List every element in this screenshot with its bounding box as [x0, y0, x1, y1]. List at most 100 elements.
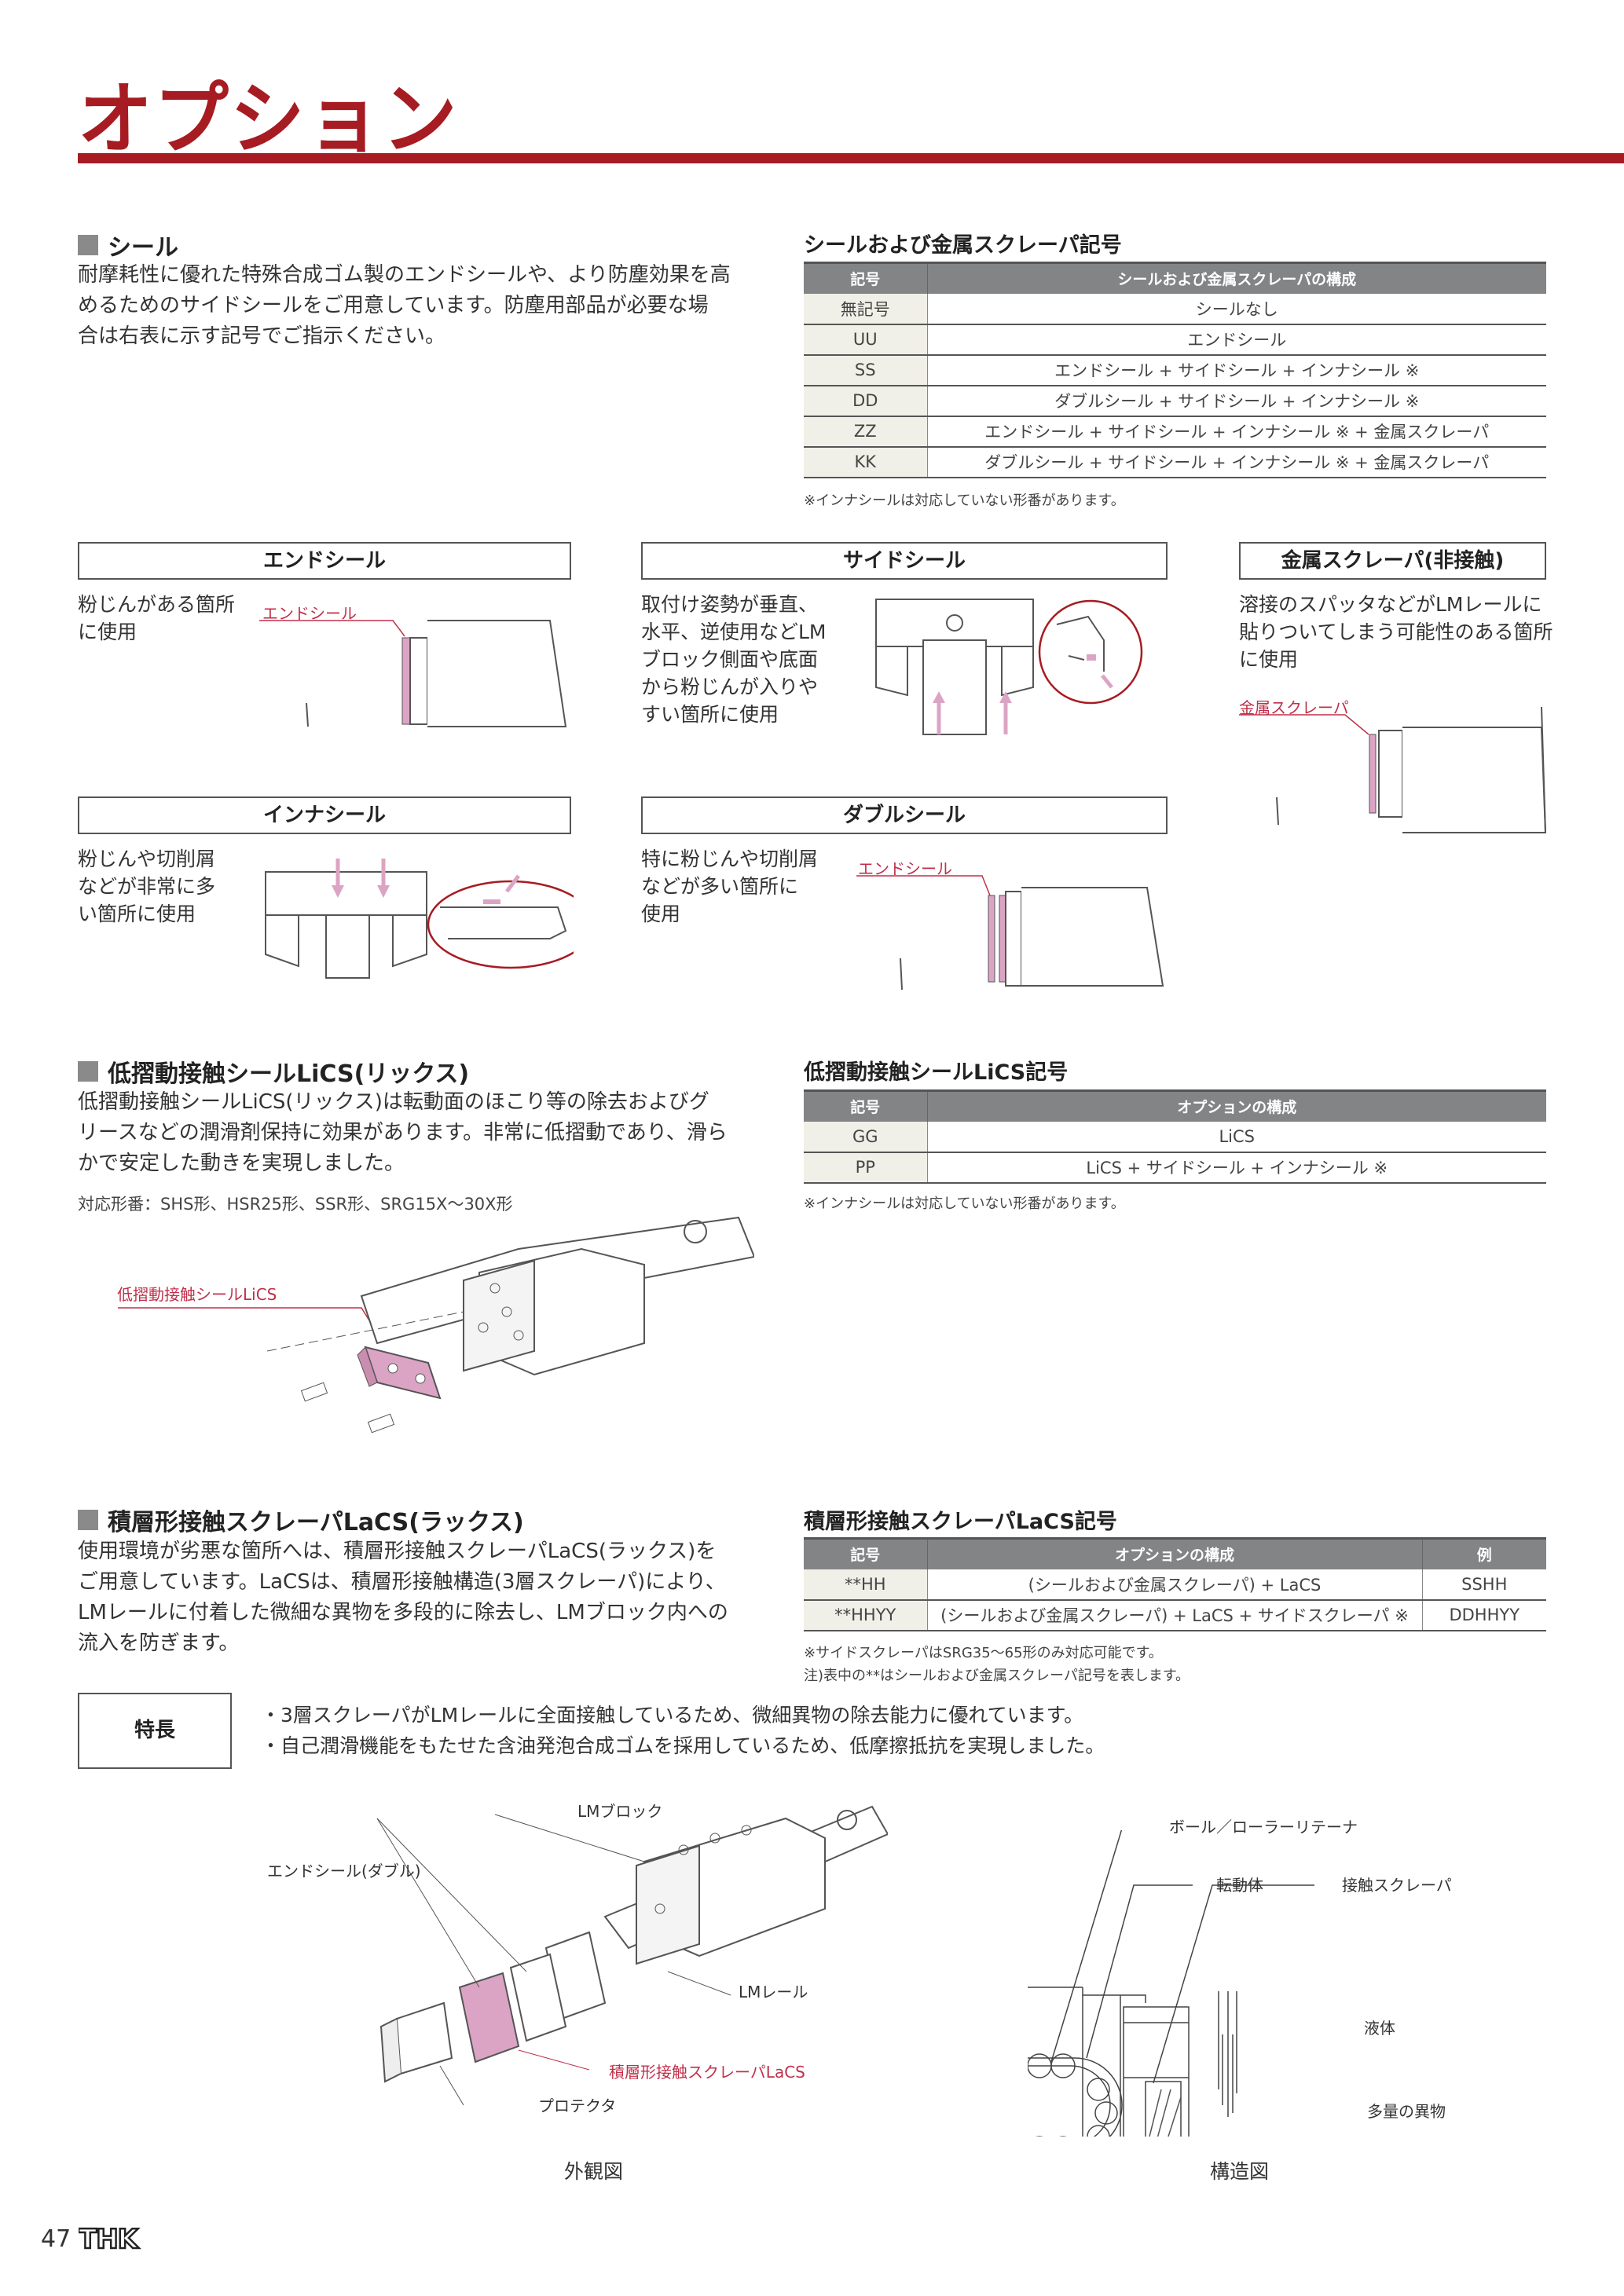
label-lacs: 積層形接触スクレーパLaCS	[609, 2063, 805, 2082]
title-rule	[78, 153, 1624, 163]
lacs-note: 注)表中の**はシールおよび金属スクレーパ記号を表します。	[804, 1668, 1190, 1684]
text-line: から粉じんが入りや	[641, 676, 819, 698]
header-cell: シールおよび金属スクレーパの構成	[927, 262, 1546, 294]
example-cell: SSHH	[1422, 1569, 1546, 1601]
label-protector: プロテクタ	[538, 2096, 617, 2115]
text-line: 粉じんや切削屑	[78, 848, 216, 870]
label-rolling-element: 転動体	[1216, 1876, 1263, 1895]
code-cell: GG	[804, 1121, 928, 1153]
features-list: ・3層スクレーパがLMレールに全面接触しているため、微細異物の除去能力に優れてい…	[261, 1700, 1105, 1761]
config-cell: シールなし	[927, 293, 1546, 325]
lics-table-title: 低摺動接触シールLiCS記号	[804, 1060, 1069, 1085]
text-line: に使用	[1239, 648, 1299, 671]
text-line: 水平、逆使用などLM	[641, 621, 827, 643]
metal-scraper-callout: 金属スクレーパ	[1239, 698, 1349, 717]
label-retainer: ボール／ローラーリテーナ	[1169, 1818, 1358, 1836]
label-lm-rail: LMレール	[739, 1983, 808, 2001]
seal-body: 耐摩耗性に優れた特殊合成ゴム製のエンドシールや、より防塵効果を高 めるためのサイ…	[78, 260, 769, 352]
text-line: ご用意しています。LaCSは、積層形接触構造(3層スクレーパ)により、	[78, 1570, 726, 1594]
page-title: オプション	[78, 73, 459, 165]
metal-scraper-desc: 溶接のスパッタなどがLMレールに貼りついてしまう可能性のある箇所に使用	[1239, 591, 1553, 673]
feature-item: ・3層スクレーパがLMレールに全面接触しているため、微細異物の除去能力に優れてい…	[261, 1704, 1084, 1727]
end-seal-desc: 粉じんがある箇所に使用	[78, 591, 235, 646]
lacs-exterior-illustration	[376, 1805, 888, 2106]
text-line: 溶接のスパッタなどがLMレールに	[1239, 593, 1542, 616]
text-line: 使用	[641, 903, 681, 925]
text-line: 貼りついてしまう可能性のある箇所	[1239, 621, 1553, 643]
lics-models: 対応形番：SHS形、HSR25形、SSR形、SRG15X～30X形	[78, 1195, 513, 1214]
config-cell: LiCS	[927, 1121, 1546, 1153]
text-line: 耐摩耗性に優れた特殊合成ゴム製のエンドシールや、より防塵効果を高	[78, 263, 731, 287]
code-cell: **HHYY	[804, 1599, 928, 1631]
double-seal-desc: 特に粉じんや切削屑などが多い箇所に使用	[641, 845, 818, 928]
double-seal-box: ダブルシール	[641, 796, 1168, 834]
lacs-heading: 積層形接触スクレーパLaCS(ラックス)	[78, 1503, 524, 1537]
lacs-table-title: 積層形接触スクレーパLaCS記号	[804, 1510, 1117, 1534]
label-liquid: 液体	[1364, 2019, 1395, 2038]
config-cell: LiCS + サイドシール + インナシール ※	[927, 1152, 1546, 1184]
text-line: に使用	[78, 621, 137, 643]
label-contact-scraper: 接触スクレーパ	[1342, 1876, 1452, 1895]
code-cell: PP	[804, 1152, 928, 1184]
exterior-caption: 外観図	[564, 2160, 624, 2183]
code-cell: **HH	[804, 1569, 928, 1601]
text-line: 低摺動接触シールLiCS(リックス)は転動面のほこり等の除去およびグ	[78, 1090, 709, 1114]
text-line: 粉じんがある箇所	[78, 593, 236, 616]
text-line: かで安定した動きを実現しました。	[78, 1152, 405, 1175]
header-cell: 記号	[804, 1089, 928, 1122]
code-cell: KK	[804, 446, 928, 478]
seal-heading: シール	[78, 228, 178, 262]
inner-seal-box: インナシール	[78, 796, 571, 834]
lics-exploded-illustration	[118, 1216, 754, 1434]
config-cell: エンドシール + サイドシール + インナシール ※ + 金属スクレーパ	[927, 416, 1546, 448]
side-seal-illustration	[875, 599, 1143, 735]
code-cell: DD	[804, 385, 928, 417]
end-seal-box: エンドシール	[78, 542, 571, 580]
table-row: 無記号シールなし	[804, 293, 1546, 325]
text-line: 合は右表に示す記号でご指示ください。	[78, 324, 446, 348]
seal-heading-text: シール	[108, 234, 178, 262]
text-line: ブロック側面や底面	[641, 648, 819, 671]
header-cell: 記号	[804, 262, 928, 294]
text-line: 取付け姿勢が垂直、	[641, 593, 819, 616]
features-label: 特長	[78, 1693, 232, 1769]
feature-item: ・自己潤滑機能をもたせた含油発泡合成ゴムを採用しているため、低摩擦抵抗を実現しま…	[261, 1734, 1105, 1757]
header-cell: オプションの構成	[927, 1537, 1423, 1569]
thk-logo: THK	[79, 2226, 141, 2251]
header-cell: 例	[1422, 1537, 1546, 1569]
label-foreign-matter: 多量の異物	[1367, 2102, 1446, 2121]
text-line: などが非常に多	[78, 875, 216, 898]
lics-heading-text: 低摺動接触シールLiCS(リックス)	[108, 1060, 470, 1088]
code-cell: ZZ	[804, 416, 928, 448]
code-cell: UU	[804, 324, 928, 356]
structure-caption: 構造図	[1210, 2160, 1270, 2183]
example-cell: DDHHYY	[1422, 1599, 1546, 1631]
lics-table-note: ※インナシールは対応していない形番があります。	[804, 1196, 1125, 1212]
inner-seal-illustration	[265, 859, 574, 979]
page-number: 47	[41, 2225, 71, 2253]
svg-text:THK: THK	[79, 2226, 140, 2251]
label-end-seal-double: エンドシール(ダブル)	[267, 1862, 421, 1880]
text-line: めるためのサイドシールをご用意しています。防塵用部品が必要な場	[78, 294, 709, 317]
text-line: LMレールに付着した微細な異物を多段的に除去し、LMブロック内への	[78, 1601, 728, 1624]
lics-callout: 低摺動接触シールLiCS	[117, 1285, 277, 1304]
config-cell: エンドシール	[927, 324, 1546, 356]
end-seal-illustration	[259, 620, 567, 727]
text-line: 流入を防ぎます。	[78, 1631, 240, 1655]
metal-scraper-illustration	[1239, 706, 1547, 833]
header-cell: 記号	[804, 1537, 928, 1569]
config-cell: ダブルシール + サイドシール + インナシール ※ + 金属スクレーパ	[927, 446, 1546, 478]
config-cell: (シールおよび金属スクレーパ) + LaCS	[927, 1569, 1423, 1601]
lacs-structure-illustration	[1028, 1830, 1314, 2137]
header-cell: オプションの構成	[927, 1089, 1546, 1122]
lics-body: 低摺動接触シールLiCS(リックス)は転動面のほこり等の除去およびグリースなどの…	[78, 1087, 769, 1179]
